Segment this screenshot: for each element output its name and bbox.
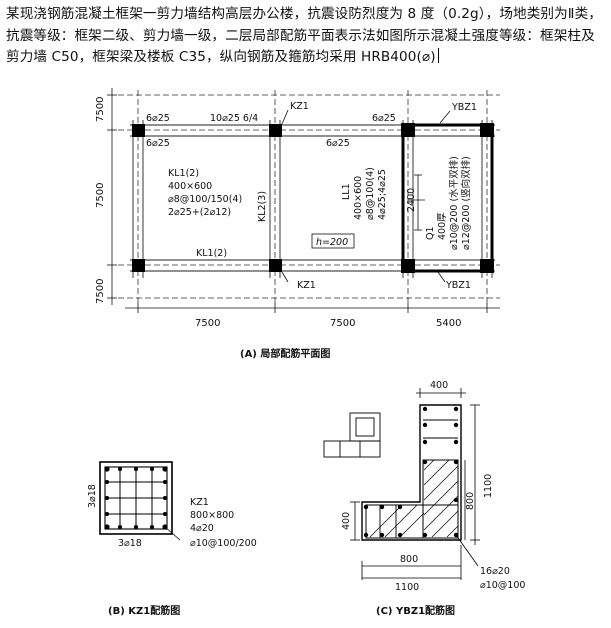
text-cursor: [437, 48, 440, 63]
kl1-line-1: KL1(2): [168, 168, 199, 179]
q1-line-3: ⌀10@200 (水平双排): [448, 156, 460, 250]
columns: [132, 123, 494, 273]
sub-bar-right: 6⌀25: [326, 138, 350, 149]
question-text: 某现浇钢筋混凝土框架一剪力墙结构高层办公楼，抗震设防烈度为 8 度（0.2g），…: [6, 4, 606, 69]
kz1-line-4: ⌀10@100/200: [190, 538, 257, 549]
sub-bar-left: 6⌀25: [146, 138, 170, 149]
grid-lines: [118, 90, 500, 305]
ybz1-inset: [323, 412, 381, 458]
dim-x-3: 5400: [436, 318, 461, 329]
ybz1-l-shape: [361, 404, 462, 541]
column-kz1: [269, 259, 282, 272]
ybz1-dim-top: 400: [430, 380, 448, 391]
detail-c: 400 1100 800 400 800 1100 16⌀20 ⌀10@100 …: [323, 380, 525, 617]
ll1-line-4: 4⌀25;4⌀25: [377, 169, 388, 220]
ybz1-bottom-label: YBZ1: [445, 280, 471, 291]
hatching: [369, 459, 459, 538]
column-ybz1: [480, 259, 494, 273]
ybz1-dimension-lines: [350, 388, 480, 580]
ybz1-dim-left: 400: [341, 512, 352, 530]
dim-y-1: 7500: [95, 97, 106, 122]
kz1-bars: [104, 466, 168, 530]
kl1-line-4: 2⌀25+(2⌀12): [168, 207, 231, 218]
rebar-symbol: ⌀: [421, 49, 431, 65]
dim-y-2: 7500: [95, 183, 106, 208]
dimension-lines: [107, 88, 500, 313]
column-kz1: [132, 124, 145, 137]
top-bar-right: 6⌀25: [372, 113, 396, 124]
ll1-line-1: LL1: [341, 183, 352, 200]
kz1-side-bars: 3⌀18: [87, 484, 98, 508]
kz1-line-1: KZ1: [190, 497, 209, 508]
q1-line-2: 400厚: [437, 212, 448, 240]
q1-line-1: Q1: [425, 226, 436, 240]
leaders: [281, 109, 451, 283]
column-kz1: [269, 124, 282, 137]
kz1-top-label: KZ1: [290, 101, 309, 112]
column-ybz1: [480, 123, 494, 137]
ll1-line-2: 400×600: [353, 176, 364, 220]
kz1-bottom-bars: 3⌀18: [118, 538, 142, 549]
detail-b: 3⌀18 3⌀18 KZ1 800×800 4⌀20 ⌀10@100/200 (…: [87, 461, 257, 617]
top-bar-left: 6⌀25: [146, 113, 170, 124]
question-tail: ): [430, 49, 436, 65]
dim-2400: 2400: [406, 188, 417, 212]
question-body: 某现浇钢筋混凝土框架一剪力墙结构高层办公楼，抗震设防烈度为 8 度（0.2g），…: [6, 6, 602, 65]
kz1-bottom-label: KZ1: [297, 280, 316, 291]
caption-a: (A) 局部配筋平面图: [240, 347, 330, 360]
dim-y-3: 7500: [95, 279, 106, 304]
ybz1-stirrups-label: ⌀10@100: [480, 580, 525, 591]
q1-line-4: ⌀12@200 (竖向双排): [460, 156, 472, 250]
ybz1-dim-bottom: 1100: [395, 582, 419, 593]
ll1-line-3: ⌀8@100(4): [365, 167, 376, 220]
kl1-line-2: 400×600: [168, 181, 212, 192]
kz1-line-2: 800×800: [190, 510, 234, 521]
dim-x-2: 7500: [330, 318, 355, 329]
top-bar-mid: 10⌀25 6/4: [210, 113, 258, 124]
dim-x-1: 7500: [195, 318, 220, 329]
column-kz1: [132, 259, 145, 272]
column-ybz1: [401, 123, 415, 137]
ybz1-bars-label: 16⌀20: [480, 566, 510, 577]
column-ybz1: [401, 259, 415, 273]
kz1-ties: [105, 467, 167, 529]
caption-b: (B) KZ1配筋图: [108, 604, 180, 617]
slab-thickness: h=200: [316, 237, 348, 248]
ybz1-top-label: YBZ1: [451, 102, 477, 113]
caption-c: (C) YBZ1配筋图: [376, 604, 455, 617]
ybz1-ties: [379, 419, 458, 538]
ybz1-dim-right-upper: 1100: [483, 474, 494, 498]
ybz1-bars: [363, 406, 459, 538]
kl1-bottom-label: KL1(2): [196, 248, 227, 259]
ybz1-dim-bottom-inner: 800: [400, 554, 418, 565]
plan-a: 7500 7500 5400 7500 7500 7500 KZ1 KZ1 YB…: [95, 88, 500, 360]
kl2-label: KL2(3): [257, 191, 268, 222]
kl1-line-3: ⌀8@100/150(4): [168, 194, 242, 205]
kz1-line-3: 4⌀20: [190, 523, 214, 534]
wall-q1: [401, 123, 494, 273]
ybz1-dim-right-inner: 800: [465, 492, 476, 510]
